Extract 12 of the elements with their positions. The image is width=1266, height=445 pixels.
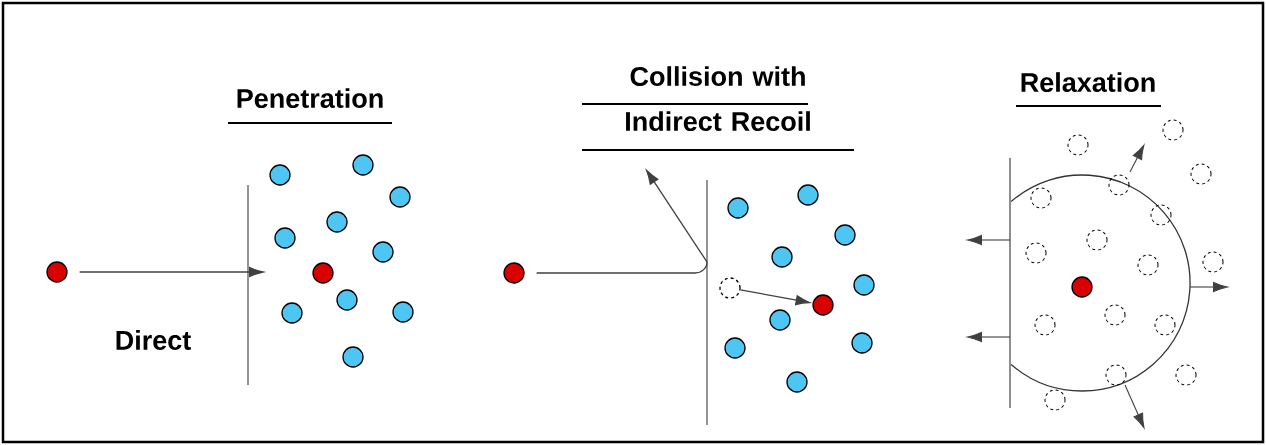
vacancy-circle: [719, 277, 741, 299]
arrow: [739, 289, 811, 306]
panel-title: Collision with Indirect Recoil: [581, 66, 855, 151]
surface-line: [247, 185, 249, 385]
arrow: [79, 266, 264, 278]
panel-title: Relaxation: [1015, 72, 1162, 107]
arrow: [536, 169, 708, 274]
particle: [46, 261, 68, 283]
particle: [812, 294, 834, 316]
panel-title: Penetration: [227, 88, 393, 124]
caption: Direct: [116, 330, 191, 350]
particle: [503, 262, 525, 284]
